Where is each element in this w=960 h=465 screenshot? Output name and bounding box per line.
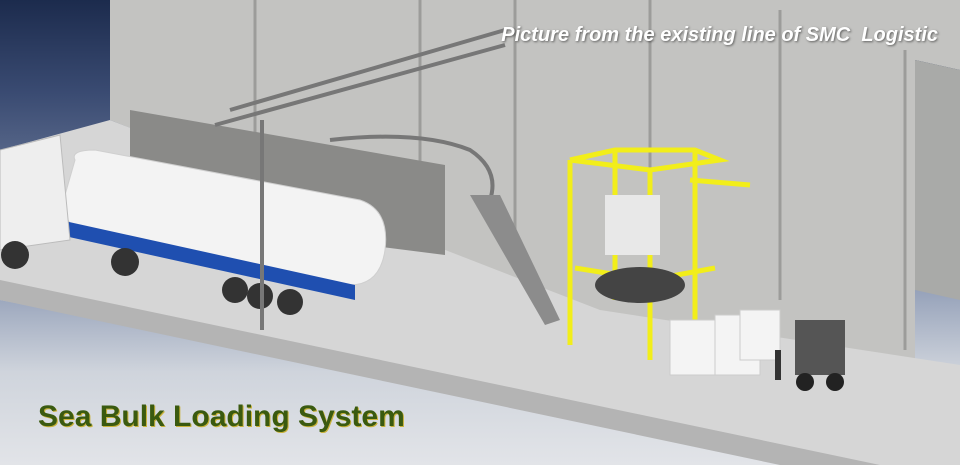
stairs [470,195,560,325]
trailer-chassis [60,220,355,300]
truck-cab [0,134,71,251]
image-caption: Picture from the existing line of SMC Lo… [501,24,938,46]
forklift [775,320,845,391]
wall-right [915,60,960,300]
slide-title: Sea Bulk Loading System [38,400,405,433]
floor-edge [0,280,880,465]
gantry [214,28,506,330]
discharge-hopper [595,267,685,303]
bigbag [605,195,660,255]
wheels [1,241,303,315]
warehouse-wall [110,0,960,360]
bigbags-floor [669,309,781,376]
